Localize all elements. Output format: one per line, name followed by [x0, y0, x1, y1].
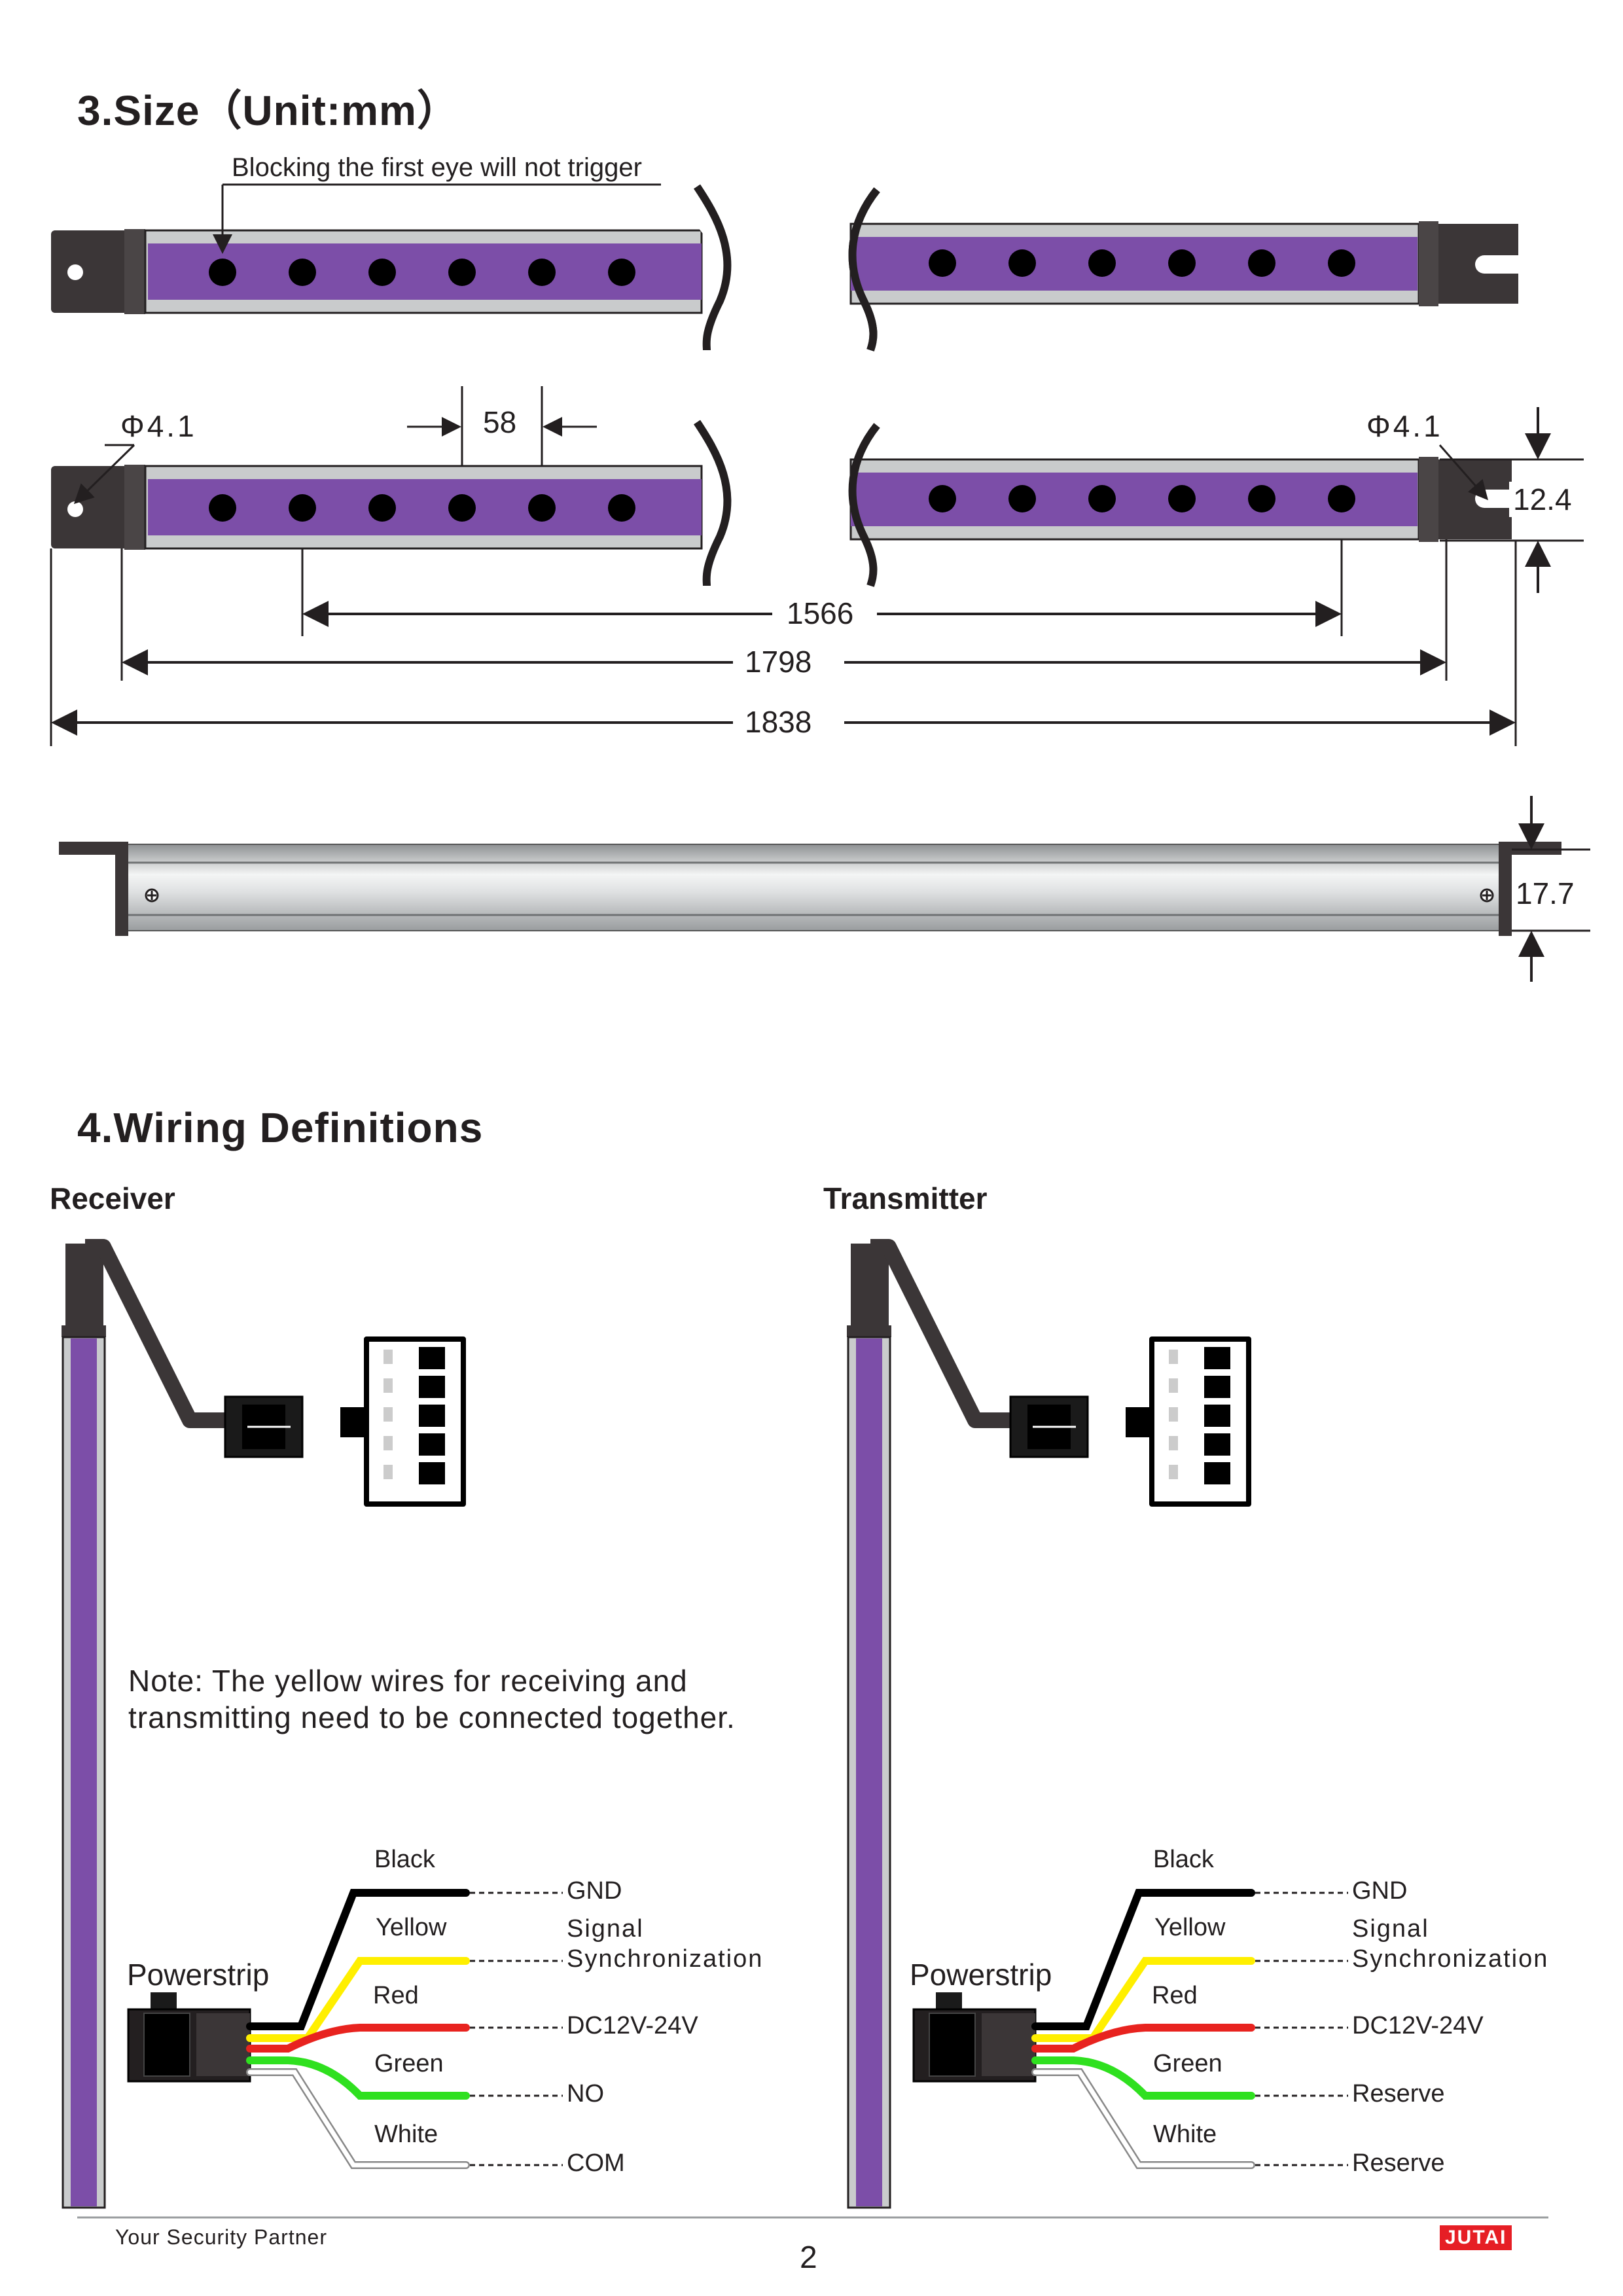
dim-span-1838: 1838: [741, 704, 816, 740]
footer-tagline: Your Security Partner: [115, 2225, 327, 2249]
receiver-wires: [246, 1889, 470, 2169]
transmitter-wire-white-label: White: [1153, 2121, 1217, 2148]
transmitter-wire-yellow-label: Yellow: [1154, 1914, 1226, 1941]
size-drawing: [50, 183, 1590, 982]
receiver-bar: [62, 1244, 106, 2209]
transmitter-powerstrip-connector: [912, 1992, 1037, 2083]
receiver-wire-green-label: Green: [374, 2050, 444, 2077]
transmitter-socket: [1126, 1336, 1251, 1507]
transmitter-func-power: DC12V-24V: [1352, 2012, 1484, 2039]
transmitter-func-reserve-1: Reserve: [1352, 2080, 1445, 2108]
receiver-plug: [224, 1395, 304, 1458]
transmitter-heading: Transmitter: [823, 1181, 988, 1215]
section-4-title: 4.Wiring Definitions: [77, 1104, 484, 1151]
receiver-leaders: [470, 1892, 563, 2166]
transmitter-wire-green-label: Green: [1153, 2050, 1222, 2077]
wiring-note: Note: The yellow wires for receiving and…: [128, 1662, 736, 1736]
transmitter-bar: [847, 1244, 891, 2209]
strip-side-profile: [59, 842, 1561, 936]
receiver-socket: [340, 1336, 466, 1507]
dim-hole-left: Φ4.1: [116, 408, 201, 444]
transmitter-wire-red-label: Red: [1152, 1982, 1198, 2009]
wiring-note-line-2: transmitting need to be connected togeth…: [128, 1700, 736, 1734]
page-number: 2: [800, 2240, 817, 2275]
receiver-heading: Receiver: [50, 1181, 175, 1215]
receiver-func-signal: Signal Synchronization: [567, 1915, 764, 1973]
receiver-func-power: DC12V-24V: [567, 2012, 698, 2039]
dim-profile-height: 17.7: [1512, 876, 1578, 911]
transmitter-func-signal: Signal Synchronization: [1352, 1915, 1549, 1973]
wiring-note-line-1: Note: The yellow wires for receiving and: [128, 1664, 688, 1698]
receiver-func-com: COM: [567, 2149, 625, 2177]
strip-view-1-right: [848, 187, 1518, 351]
transmitter-leaders: [1255, 1892, 1348, 2166]
receiver-wire-yellow-label: Yellow: [376, 1914, 447, 1941]
receiver-wire-white-label: White: [374, 2121, 438, 2148]
transmitter-plug: [1009, 1395, 1089, 1458]
transmitter-wires: [1031, 1889, 1255, 2169]
dim-span-1798: 1798: [741, 644, 816, 679]
receiver-func-no: NO: [567, 2080, 604, 2108]
strip-view-1-left: [51, 184, 740, 353]
section-3-title: 3.Size（Unit:mm）: [77, 87, 459, 134]
callout-first-eye: Blocking the first eye will not trigger: [232, 153, 642, 182]
dim-hole-right: Φ4.1: [1363, 408, 1447, 444]
receiver-powerstrip-connector: [127, 1992, 251, 2083]
brand-logo: JUTAI: [1440, 2225, 1512, 2250]
dim-spacing: 58: [479, 404, 521, 440]
dim-span-1566: 1566: [783, 596, 858, 631]
transmitter-func-reserve-2: Reserve: [1352, 2149, 1445, 2177]
strip-view-2-left: [51, 420, 732, 586]
receiver-powerstrip-label: Powerstrip: [127, 1958, 270, 1992]
transmitter-wire-black-label: Black: [1153, 1846, 1214, 1873]
transmitter-powerstrip-label: Powerstrip: [910, 1958, 1052, 1992]
transmitter-func-gnd: GND: [1352, 1877, 1408, 1905]
receiver-func-gnd: GND: [567, 1877, 622, 1905]
dim-height: 12.4: [1509, 482, 1576, 517]
receiver-wire-black-label: Black: [374, 1846, 435, 1873]
receiver-wire-red-label: Red: [373, 1982, 419, 2009]
